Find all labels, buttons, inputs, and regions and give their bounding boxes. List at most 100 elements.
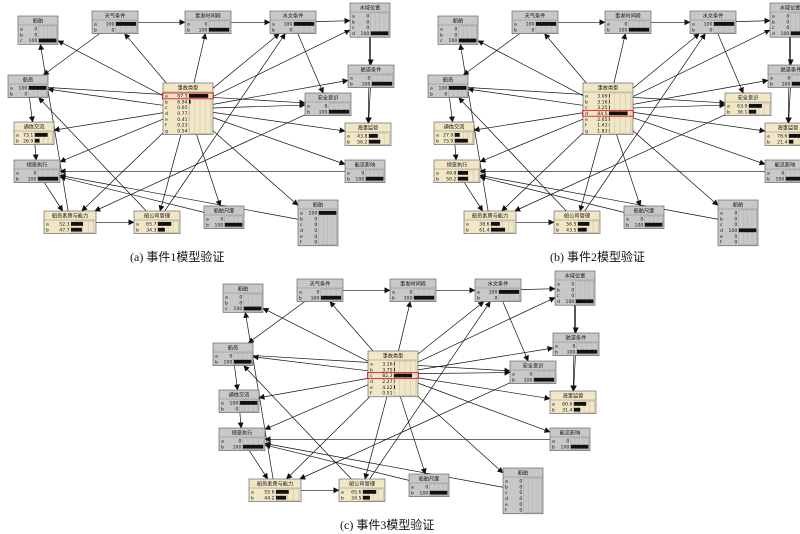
state-label: a (692, 23, 695, 28)
state-value: 100 (233, 444, 242, 450)
node-title: 航道条件 (361, 66, 382, 74)
edge-arrow (299, 382, 511, 480)
state-label: b (300, 216, 303, 222)
state-label: e (165, 118, 168, 123)
edge-arrow (398, 301, 412, 352)
node-box (502, 467, 544, 515)
state-label: d (165, 111, 168, 117)
probability-bar (644, 222, 663, 227)
edge-arrow (212, 102, 306, 109)
state-value: 36.1 (737, 109, 747, 115)
node-title: 事发时间段 (195, 12, 221, 20)
state-value: 100 (566, 299, 575, 305)
state-label: b (727, 109, 730, 115)
state-label: e (585, 118, 588, 123)
edge-arrow (59, 118, 164, 163)
state-value: 60.6 (562, 402, 572, 408)
state-value: 47.7 (59, 227, 69, 233)
edge-arrow (94, 114, 306, 212)
edge-arrow (252, 354, 369, 372)
state-value: 0 (531, 27, 534, 33)
edge-arrow (632, 78, 769, 105)
edge-arrow (297, 33, 324, 94)
probability-bar (575, 299, 594, 304)
probability-bar (37, 176, 59, 181)
state-value: 0 (444, 91, 447, 97)
state-label: b (350, 81, 353, 87)
state-value: 0 (366, 25, 369, 31)
state-label: b (370, 367, 373, 373)
node-title: 海事监管 (358, 124, 379, 132)
state-value: 100 (776, 176, 785, 182)
state-value: 84.5 (597, 111, 607, 117)
state-value: 0 (204, 22, 207, 28)
state-value: 0 (781, 171, 784, 177)
edge-arrow (520, 285, 556, 292)
state-label: f (720, 240, 722, 246)
state-value: 0 (324, 104, 327, 110)
edge-arrow (38, 97, 147, 212)
state-label: b (466, 227, 469, 233)
probability-bar (233, 359, 252, 364)
state-value: 31.4 (562, 407, 572, 413)
probability-bar (609, 94, 610, 98)
probability-bar (157, 222, 172, 226)
state-label: a (16, 134, 19, 139)
state-label: c (300, 223, 303, 228)
node-title: 航道条件 (781, 66, 800, 74)
node-title: 水文条件 (488, 280, 509, 288)
node-title: 规章执行 (447, 161, 468, 169)
